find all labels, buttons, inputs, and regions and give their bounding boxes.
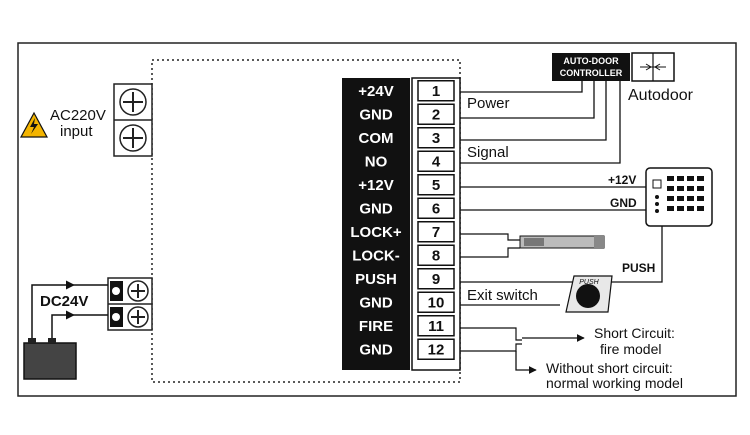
terminal-slot <box>417 150 455 172</box>
without-short-arrow <box>515 351 537 374</box>
terminal-label: GND <box>359 341 393 358</box>
keypad-12v-label: +12V <box>608 173 636 187</box>
electric-lock-icon <box>519 235 605 249</box>
dc-positive-wire <box>31 280 75 343</box>
outer-frame <box>17 42 737 397</box>
terminal-number: 5 <box>432 177 440 194</box>
wire-24v <box>460 81 583 93</box>
autodoor-label: Autodoor <box>628 87 694 104</box>
ac-terminal-block <box>113 83 153 157</box>
fire-model-label: fire model <box>600 341 661 357</box>
normal-model-label: normal working model <box>546 375 683 391</box>
terminal-label: +24V <box>358 83 393 100</box>
terminal-number: 7 <box>432 224 440 241</box>
terminal-slot <box>417 221 455 243</box>
terminal-slot <box>417 244 455 266</box>
terminal-label: GND <box>359 200 393 217</box>
terminal-label: COM <box>359 130 394 147</box>
terminal-number: 11 <box>428 318 444 335</box>
without-short-label: Without short circuit: <box>546 360 673 376</box>
terminal-slot <box>417 80 455 102</box>
controller-label-line1: AUTO-DOOR <box>563 56 619 66</box>
autodoor-icon <box>631 52 675 82</box>
terminal-slot <box>417 103 455 125</box>
dc-negative-wire <box>51 310 75 343</box>
terminal-label: LOCK- <box>352 247 400 264</box>
wire-no <box>460 81 621 164</box>
terminal-number: 9 <box>432 271 440 288</box>
terminal-slot <box>417 338 455 360</box>
terminal-number: 8 <box>432 247 440 264</box>
terminal-label: +12V <box>358 177 393 194</box>
wire-fire-gnd <box>460 343 522 352</box>
ac-input-label: input <box>60 123 93 140</box>
dc-label: DC24V <box>40 293 88 310</box>
high-voltage-warning-icon <box>19 111 49 138</box>
wire-push <box>460 226 663 283</box>
terminal-label: GND <box>359 294 393 311</box>
signal-label: Signal <box>467 144 509 161</box>
wire-gnd <box>460 81 595 119</box>
terminal-slot <box>417 268 455 290</box>
terminal-number: 4 <box>432 153 441 170</box>
terminal-slot <box>417 315 455 337</box>
push-button-label: PUSH <box>579 279 599 286</box>
terminal-labels-column <box>342 78 410 370</box>
terminal-number: 12 <box>428 341 445 358</box>
wire-com <box>460 81 607 141</box>
ac-label: AC220V <box>50 107 106 124</box>
keypad-icon <box>645 167 713 227</box>
short-circuit-label: Short Circuit: <box>594 325 675 341</box>
battery-icon <box>23 338 77 380</box>
controller-label-line2: CONTROLLER <box>560 68 623 78</box>
dc-terminal-block <box>107 277 153 331</box>
power-label: Power <box>467 95 510 112</box>
wire-lock-plus <box>460 233 520 241</box>
terminal-slot <box>417 174 455 196</box>
terminal-number: 10 <box>428 294 445 311</box>
terminal-label: PUSH <box>355 271 397 288</box>
terminal-label: FIRE <box>359 318 393 335</box>
terminal-number: 6 <box>432 200 440 217</box>
terminal-label: GND <box>359 106 393 123</box>
terminal-number: 1 <box>432 83 440 100</box>
auto-door-controller <box>552 53 630 81</box>
terminal-slot <box>417 127 455 149</box>
terminal-number: 3 <box>432 130 440 147</box>
push-wire-label: PUSH <box>622 261 655 275</box>
wire-lock-minus <box>460 247 520 258</box>
terminal-label: NO <box>365 153 388 170</box>
keypad-gnd-label: GND <box>610 196 637 210</box>
terminal-number: 2 <box>432 106 440 123</box>
terminal-label: LOCK+ <box>350 224 401 241</box>
exit-button-icon <box>565 275 613 313</box>
exit-switch-label: Exit switch <box>467 287 538 304</box>
terminal-slot <box>417 291 455 313</box>
wire-fire <box>460 327 522 341</box>
terminal-slot <box>417 197 455 219</box>
